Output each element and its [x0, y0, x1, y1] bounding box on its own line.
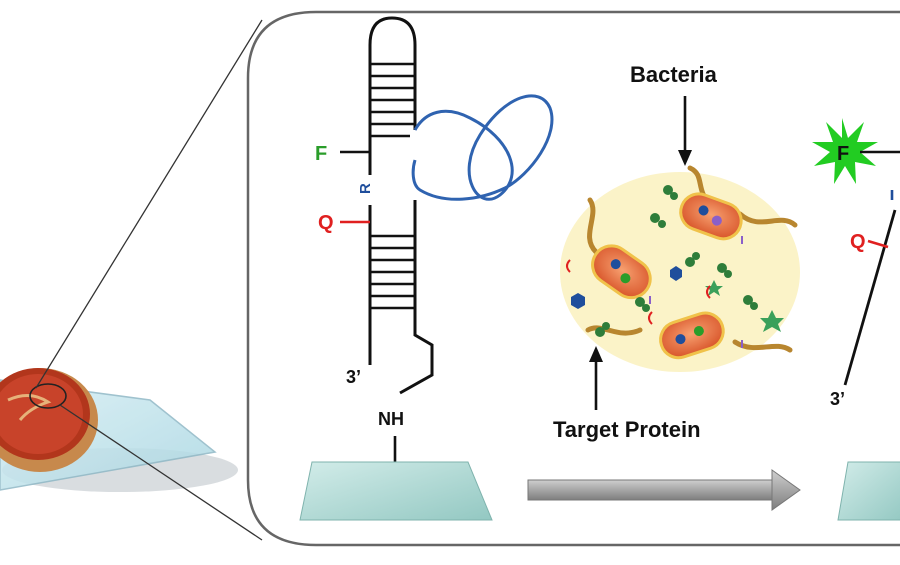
target-protein-pointer-arrow	[589, 346, 603, 410]
fluorophore-label-right: F	[837, 143, 849, 165]
three-prime-label-right: 3’	[830, 389, 845, 409]
substrate-slide-right	[837, 461, 900, 521]
substrate-slide-left	[299, 461, 493, 521]
zoom-line-bottom	[59, 404, 263, 541]
target-protein-label: Target Protein	[553, 417, 701, 442]
amine-label: NH	[378, 409, 404, 429]
three-prime-label-left: 3’	[346, 367, 361, 387]
right-quencher-tick	[867, 239, 889, 249]
quencher-label-right: Q	[850, 231, 866, 253]
right-open-strand	[843, 209, 897, 386]
receptor-label: R	[357, 183, 374, 194]
fluorescence-star-icon	[812, 118, 878, 184]
fluorophore-label-left: F	[315, 143, 327, 165]
aptamer-loop	[411, 94, 554, 201]
bacteria-label: Bacteria	[630, 62, 718, 87]
process-arrow-icon	[527, 469, 801, 511]
bacteria-pointer-arrow	[678, 96, 692, 166]
bacteria-cluster	[560, 165, 800, 372]
hairpin-probe	[340, 16, 554, 395]
quencher-label-left: Q	[318, 212, 334, 234]
meat-sample-icon	[0, 368, 238, 492]
zoom-line-top	[35, 19, 263, 389]
